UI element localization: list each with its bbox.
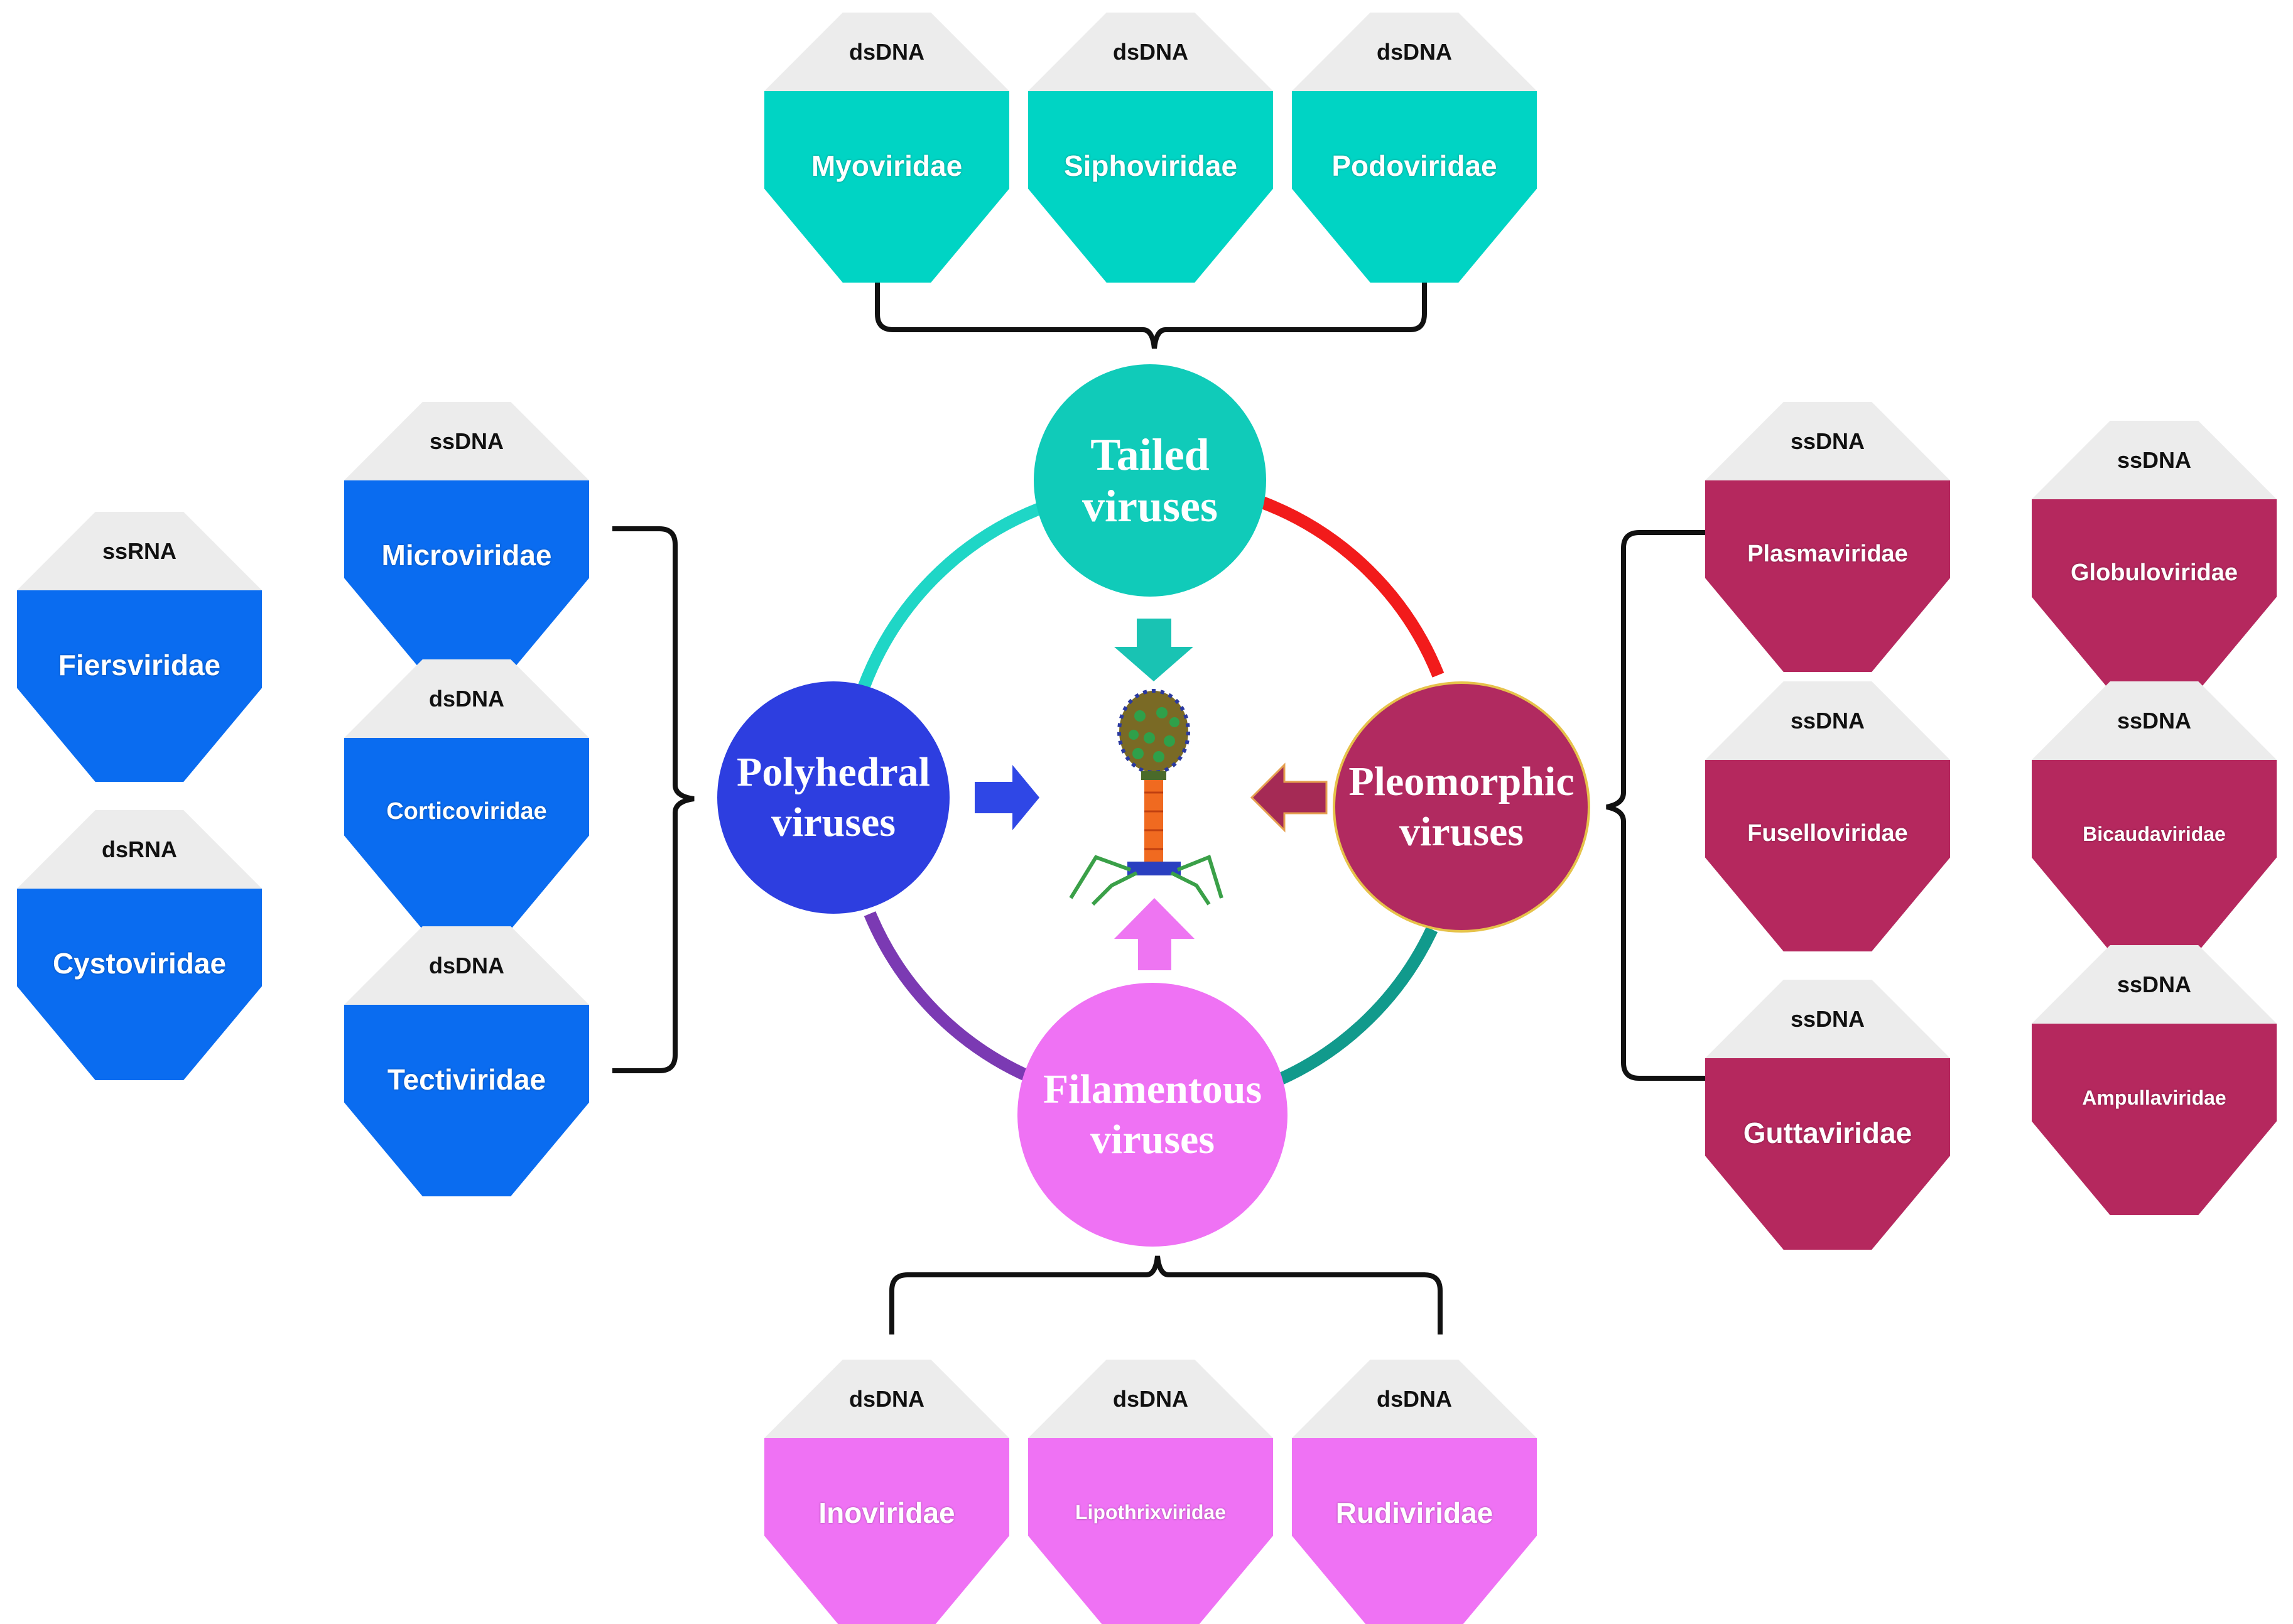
family-name: Corticoviridae: [386, 798, 547, 825]
family-globuloviridae: ssDNA Globuloviridae: [2032, 421, 2277, 691]
genome-label: dsDNA: [428, 953, 504, 978]
genome-label: ssDNA: [429, 428, 504, 454]
ring-arc-top-right: [1260, 496, 1445, 678]
family-fiersviridae: ssRNA Fiersviridae: [17, 512, 262, 782]
family-corticoviridae: dsDNA Corticoviridae: [344, 659, 589, 929]
genome-label: dsDNA: [1112, 1386, 1188, 1412]
family-name: Cystoviridae: [52, 947, 227, 980]
genome-label: dsDNA: [428, 686, 504, 712]
family-guttaviridae: ssDNA Guttaviridae: [1705, 980, 1950, 1250]
family-name: Tectiviridae: [387, 1063, 546, 1096]
bracket-polyhedral: [612, 526, 695, 1073]
arrow-down-teal: [1114, 619, 1193, 681]
hub-pleomorphic-viruses: Pleomorphic viruses: [1333, 681, 1590, 933]
family-name: Fiersviridae: [58, 649, 221, 681]
hub-tailed-line2: viruses: [1082, 481, 1218, 531]
genome-label: ssDNA: [1790, 708, 1865, 734]
family-name: Guttaviridae: [1743, 1117, 1912, 1149]
family-name: Ampullaviridae: [2082, 1086, 2226, 1109]
family-siphoviridae: dsDNA Siphoviridae: [1028, 13, 1273, 283]
genome-label: ssRNA: [102, 538, 177, 564]
genome-label: dsDNA: [848, 1386, 924, 1412]
family-name: Fuselloviridae: [1747, 820, 1908, 847]
phage-illustration: [1069, 689, 1223, 906]
family-myoviridae: dsDNA Myoviridae: [764, 13, 1009, 283]
family-tectiviridae: dsDNA Tectiviridae: [344, 926, 589, 1196]
genome-label: ssDNA: [2117, 972, 2192, 997]
family-name: Myoviridae: [811, 149, 963, 182]
hub-filamentous-viruses: Filamentous viruses: [1017, 983, 1287, 1247]
family-microviridae: ssDNA Microviridae: [344, 402, 589, 672]
genome-label: ssDNA: [1790, 428, 1865, 454]
hub-tailed-line1: Tailed: [1090, 430, 1210, 480]
arrow-left-maroon: [1250, 762, 1328, 833]
bracket-tailed: [875, 269, 1427, 349]
hub-polyhedral-viruses: Polyhedral viruses: [717, 681, 950, 914]
family-lipothrixviridae: dsDNA Lipothrixviridae: [1028, 1360, 1273, 1624]
arrow-right-blue: [975, 765, 1039, 830]
ring-arc-top-left: [857, 502, 1042, 690]
family-name: Plasmaviridae: [1747, 541, 1908, 567]
family-name: Siphoviridae: [1063, 149, 1238, 182]
family-fuselloviridae: ssDNA Fuselloviridae: [1705, 681, 1950, 951]
hub-tailed-viruses: Tailed viruses: [1034, 364, 1266, 597]
family-plasmaviridae: ssDNA Plasmaviridae: [1705, 402, 1950, 672]
ring-arc-bottom-left: [864, 911, 1033, 1083]
genome-label: dsDNA: [1112, 39, 1188, 65]
hub-filamentous-line2: viruses: [1090, 1117, 1215, 1162]
family-name: Bicaudaviridae: [2083, 823, 2226, 845]
arrow-up-pink: [1114, 898, 1195, 970]
hub-polyhedral-line2: viruses: [771, 799, 896, 845]
genome-label: dsDNA: [1376, 1386, 1452, 1412]
genome-label: dsDNA: [1376, 39, 1452, 65]
family-name: Lipothrixviridae: [1075, 1501, 1227, 1524]
family-name: Microviridae: [381, 539, 552, 571]
genome-label: dsDNA: [848, 39, 924, 65]
family-podoviridae: dsDNA Podoviridae: [1292, 13, 1537, 283]
family-name: Podoviridae: [1331, 149, 1497, 182]
bracket-pleomorphic: [1606, 530, 1707, 1081]
hub-pleomorphic-line1: Pleomorphic: [1348, 759, 1575, 804]
family-name: Inoviridae: [818, 1497, 955, 1529]
hub-polyhedral-line1: Polyhedral: [737, 749, 930, 795]
family-rudiviridae: dsDNA Rudiviridae: [1292, 1360, 1537, 1624]
family-cystoviridae: dsRNA Cystoviridae: [17, 810, 262, 1080]
hub-filamentous-line1: Filamentous: [1043, 1066, 1262, 1112]
bracket-filamentous: [889, 1255, 1443, 1334]
family-inoviridae: dsDNA Inoviridae: [764, 1360, 1009, 1624]
family-name: Globuloviridae: [2070, 560, 2238, 586]
genome-label: ssDNA: [1790, 1006, 1865, 1032]
family-bicaudaviridae: ssDNA Bicaudaviridae: [2032, 681, 2277, 951]
hub-pleomorphic-line2: viruses: [1399, 809, 1524, 855]
family-name: Rudiviridae: [1335, 1497, 1493, 1529]
ring-arc-bottom-right: [1275, 926, 1438, 1086]
genome-label: ssDNA: [2117, 447, 2192, 473]
genome-label: ssDNA: [2117, 708, 2192, 734]
family-ampullaviridae: ssDNA Ampullaviridae: [2032, 945, 2277, 1215]
genome-label: dsRNA: [101, 836, 177, 862]
